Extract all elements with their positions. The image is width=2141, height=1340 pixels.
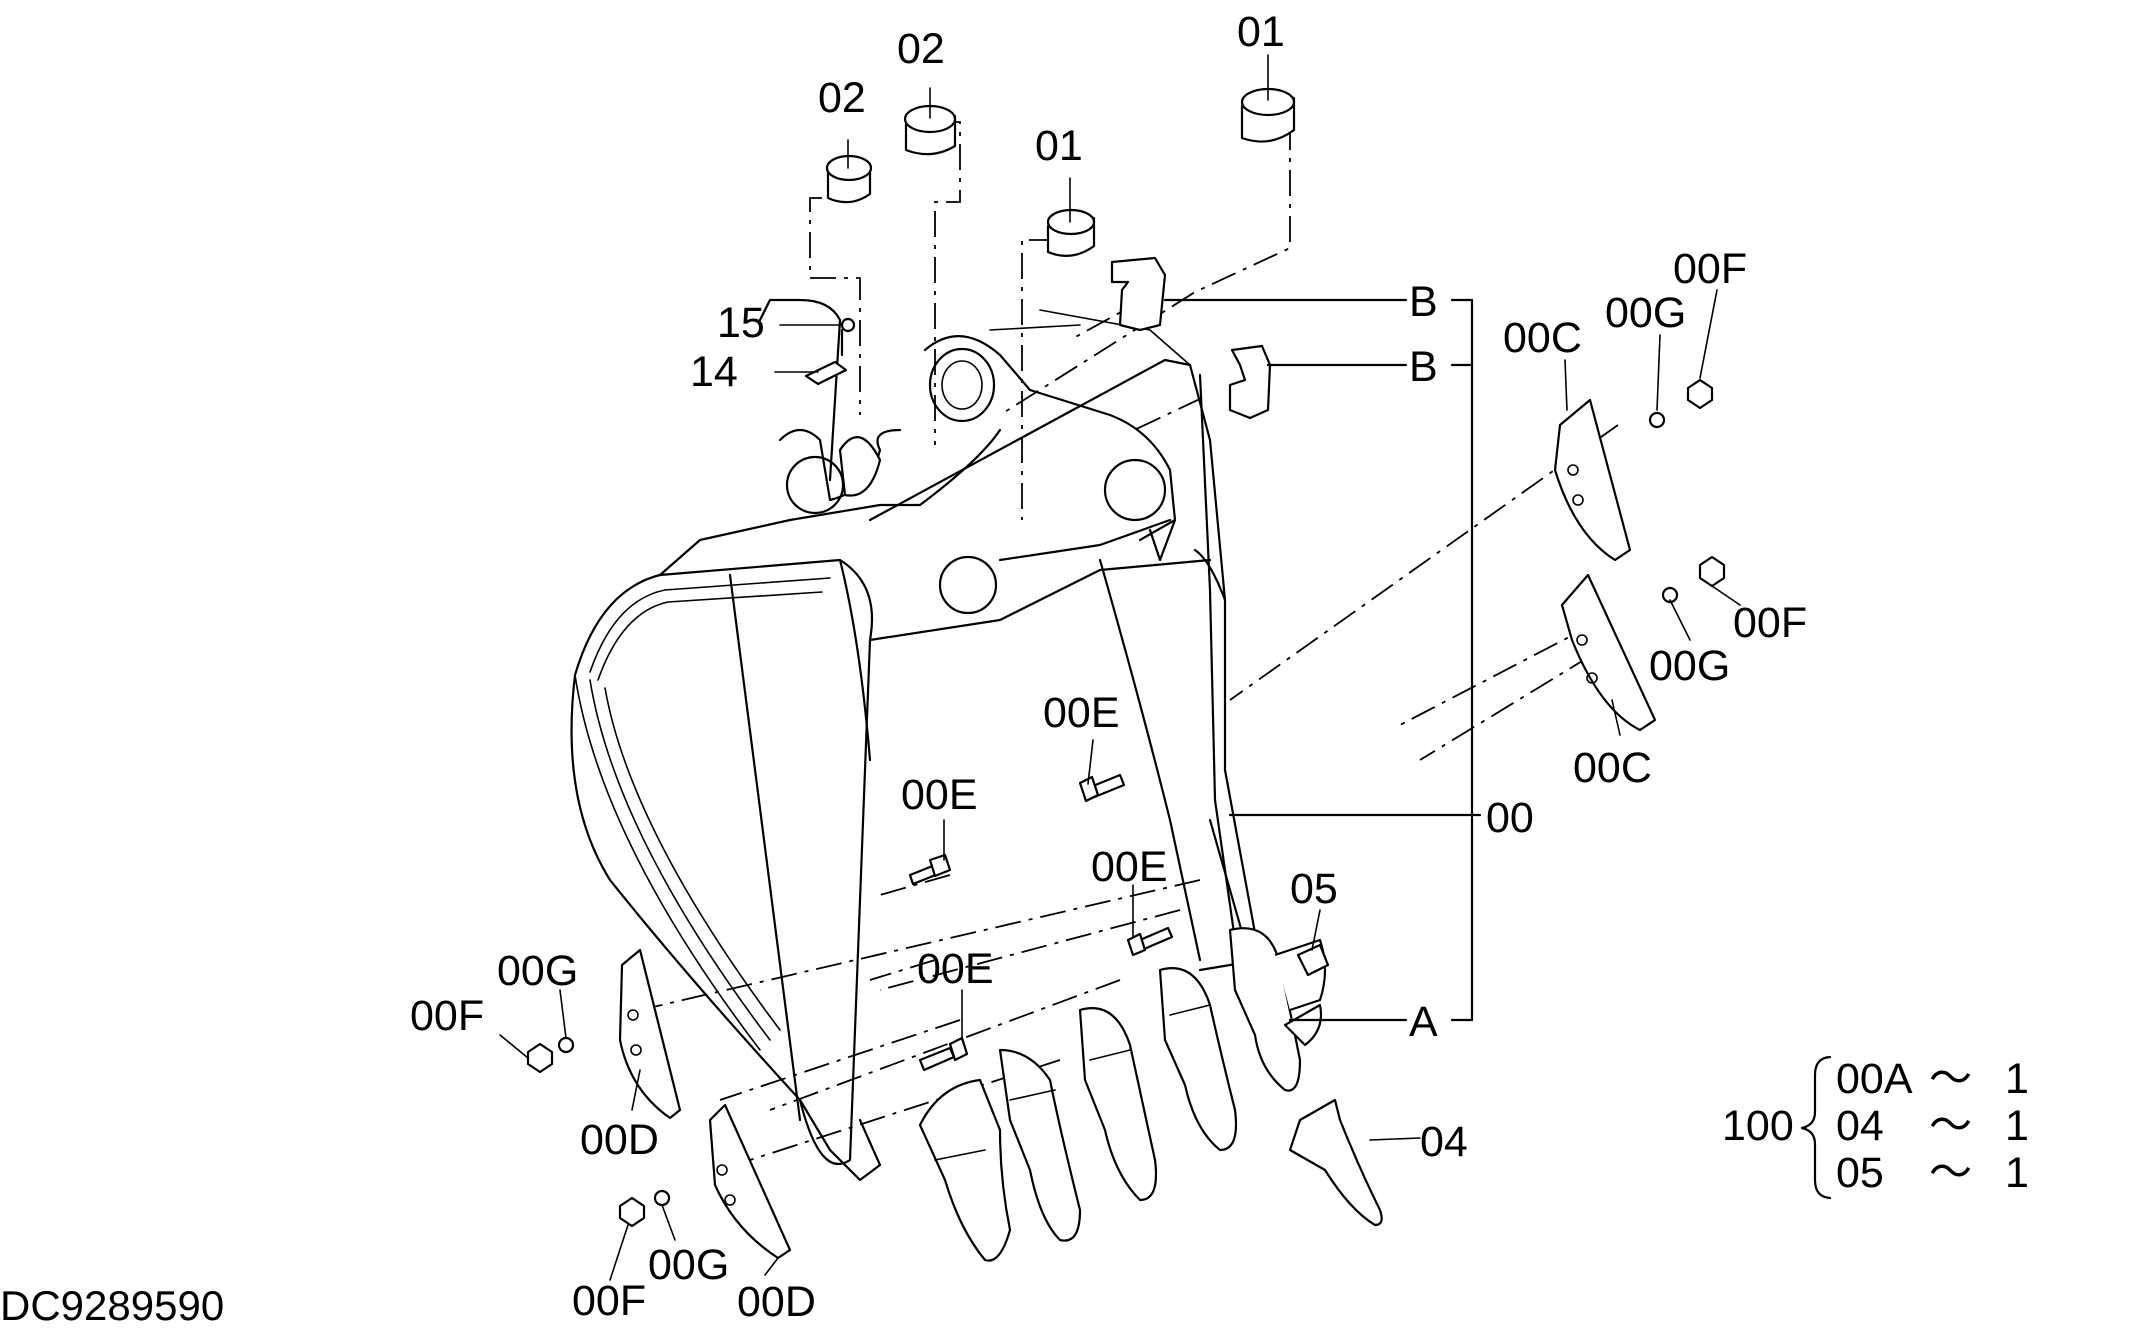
teeth-row [918, 927, 1327, 1262]
b-clips [1110, 256, 1272, 420]
tooth-04-and-pin-05 [1288, 943, 1383, 1227]
label-00f: 00F [410, 992, 484, 1040]
label-00e: 00E [901, 771, 978, 819]
assembly-number: 100 [1722, 1102, 1794, 1150]
assembly-row-qty: 1 [2005, 1055, 2029, 1103]
label-b: B [1409, 343, 1438, 391]
bolts [908, 773, 1174, 1072]
label-00f: 00F [1673, 245, 1747, 293]
label-00g: 00G [648, 1241, 729, 1289]
assembly-row-part: 05 [1836, 1149, 1884, 1197]
assembly-row-part: 04 [1836, 1102, 1884, 1150]
label-00g: 00G [1605, 289, 1686, 337]
assembly-row-part: 00A [1836, 1055, 1913, 1103]
label-00e: 00E [1043, 689, 1120, 737]
label-01: 01 [1237, 8, 1285, 56]
label-02: 02 [897, 25, 945, 73]
brace [1800, 1055, 1832, 1200]
label-00g: 00G [497, 947, 578, 995]
label-00c: 00C [1503, 314, 1582, 362]
drawing-code: DC9289590 [0, 1282, 224, 1329]
label-00f: 00F [572, 1277, 646, 1325]
label-00d: 00D [737, 1278, 816, 1326]
leader-lines [499, 54, 1741, 1281]
bucket-body [570, 298, 1262, 1182]
label-00d: 00D [580, 1116, 659, 1164]
label-14: 14 [690, 348, 738, 396]
label-00: 00 [1486, 794, 1534, 842]
assembly-row-sep: 〜 [1929, 1055, 1972, 1103]
label-00f: 00F [1733, 599, 1807, 647]
assembly-table: 100 00A 〜 1 04 〜 1 05 〜 1 [1722, 1055, 2029, 1200]
label-01: 01 [1035, 122, 1083, 170]
assembly-row-sep: 〜 [1929, 1102, 1972, 1150]
assembly-row-qty: 1 [2005, 1102, 2029, 1150]
label-04: 04 [1420, 1118, 1468, 1166]
label-00g: 00G [1649, 642, 1730, 690]
label-a: A [1409, 998, 1438, 1046]
pin-bushings [825, 87, 1296, 257]
label-00c: 00C [1573, 744, 1652, 792]
label-00e: 00E [1091, 843, 1168, 891]
side-cutters-right [1553, 378, 1726, 732]
label-00e: 00E [917, 945, 994, 993]
label-05: 05 [1290, 865, 1338, 913]
label-15: 15 [717, 299, 765, 347]
assembly-row-sep: 〜 [1929, 1149, 1972, 1197]
label-b: B [1409, 278, 1438, 326]
callout-bracket [1163, 298, 1482, 1022]
small-parts [804, 317, 856, 386]
part-labels: 02 02 01 01 15 14 B B 00C 00G 00F 00F 00… [410, 8, 1807, 1326]
label-02: 02 [818, 74, 866, 122]
assembly-row-qty: 1 [2005, 1149, 2029, 1197]
side-cutters-left [526, 948, 792, 1260]
